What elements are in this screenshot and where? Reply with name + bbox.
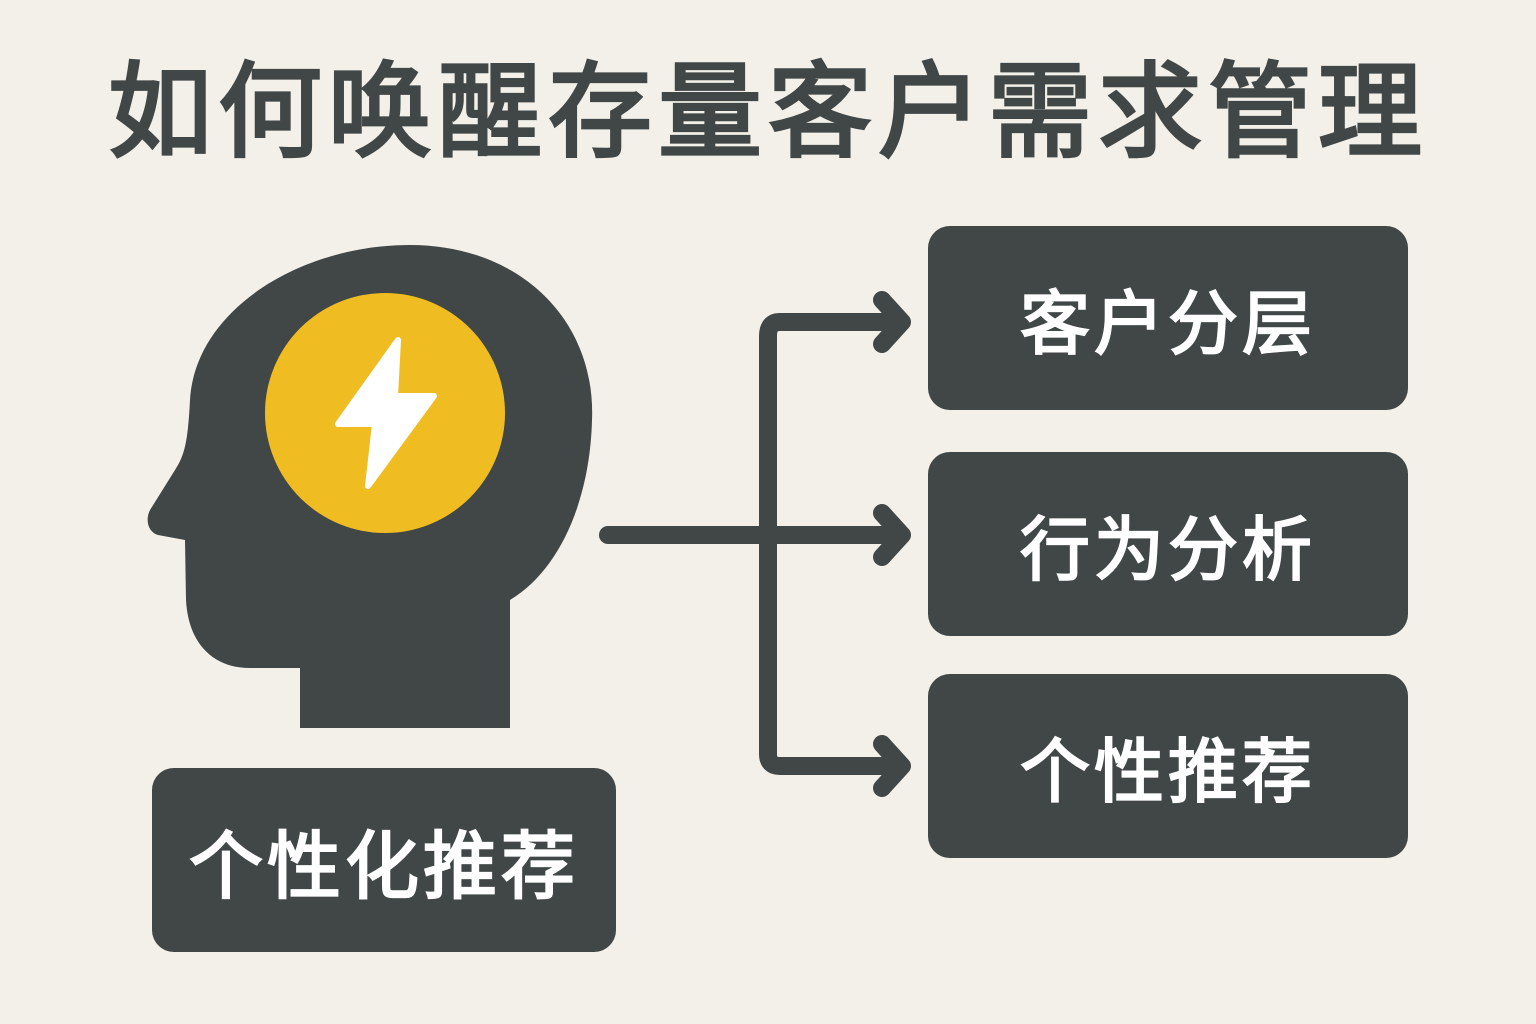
- branch-line: [759, 313, 904, 775]
- head-caption-box: 个性化推荐: [152, 768, 616, 952]
- arrow-right-icon: [873, 291, 911, 797]
- page-title: 如何唤醒存量客户需求管理: [107, 51, 1428, 173]
- step-box-behavior-analysis: 行为分析: [928, 452, 1408, 636]
- step-label: 行为分析: [1020, 508, 1316, 591]
- connector-lines: [599, 313, 904, 775]
- head-caption: 个性化推荐: [189, 823, 579, 910]
- lightning-bolt-icon: [335, 337, 437, 489]
- step-label: 客户分层: [1020, 282, 1316, 365]
- step-box-customer-segmentation: 客户分层: [928, 226, 1408, 410]
- step-label: 个性推荐: [1020, 730, 1316, 813]
- step-box-personal-recommendation: 个性推荐: [928, 674, 1408, 858]
